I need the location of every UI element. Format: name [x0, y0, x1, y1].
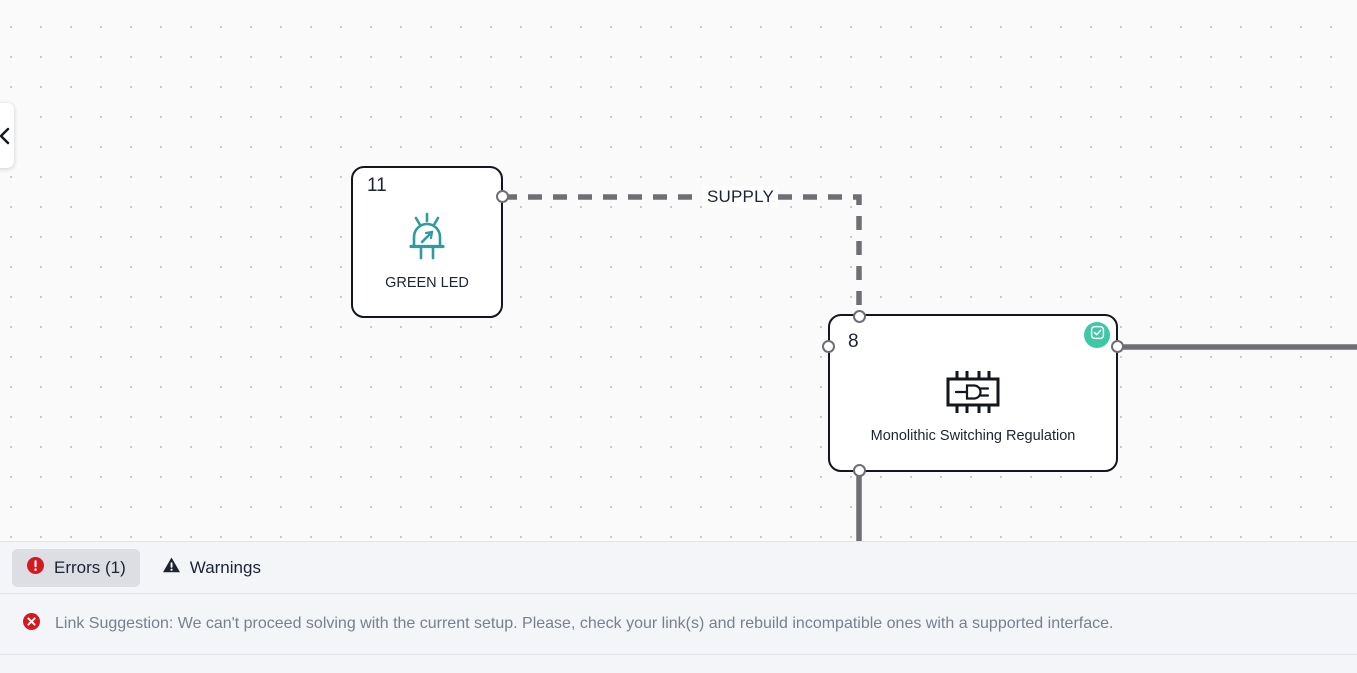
led-icon: [353, 212, 501, 260]
panel-divider: [0, 654, 1357, 655]
port-regulator-top[interactable]: [853, 310, 866, 323]
port-regulator-left[interactable]: [822, 340, 835, 353]
error-circle-icon: [26, 556, 45, 580]
issue-list-item[interactable]: Link Suggestion: We can't proceed solvin…: [0, 594, 1357, 636]
port-green-led-right[interactable]: [496, 190, 509, 203]
status-badge-verified[interactable]: [1084, 322, 1110, 348]
node-monolithic-switching-regulation[interactable]: 8: [828, 314, 1118, 472]
issues-panel-tabs: Errors (1) Warnings: [0, 542, 1357, 594]
issues-panel: Errors (1) Warnings: [0, 541, 1357, 673]
ic-chip-plug-icon: [830, 369, 1116, 415]
check-square-icon: [1090, 325, 1105, 345]
node-index-label: 11: [367, 175, 387, 196]
port-regulator-bottom[interactable]: [853, 464, 866, 477]
node-green-led[interactable]: 11: [351, 166, 503, 318]
schematic-canvas[interactable]: SUPPLY 11: [0, 0, 1357, 541]
port-regulator-right[interactable]: [1111, 340, 1124, 353]
node-index-label: 8: [848, 331, 859, 352]
wires-layer: [503, 194, 1357, 541]
tab-warnings[interactable]: Warnings: [148, 549, 275, 587]
tab-errors[interactable]: Errors (1): [12, 548, 140, 587]
error-x-circle-icon: [22, 612, 41, 636]
chevron-left-icon: [0, 127, 10, 145]
node-name-label: Monolithic Switching Regulation: [870, 428, 1076, 444]
warning-triangle-icon: [162, 556, 181, 579]
wire-supply-dashed: [503, 194, 862, 316]
net-label-supply[interactable]: SUPPLY: [703, 186, 779, 208]
tab-errors-label: Errors (1): [54, 557, 126, 577]
tab-warnings-label: Warnings: [189, 557, 261, 577]
node-name-label: GREEN LED: [385, 275, 469, 291]
collapse-panel-handle[interactable]: [0, 103, 14, 168]
issue-message: Link Suggestion: We can't proceed solvin…: [55, 615, 1114, 632]
